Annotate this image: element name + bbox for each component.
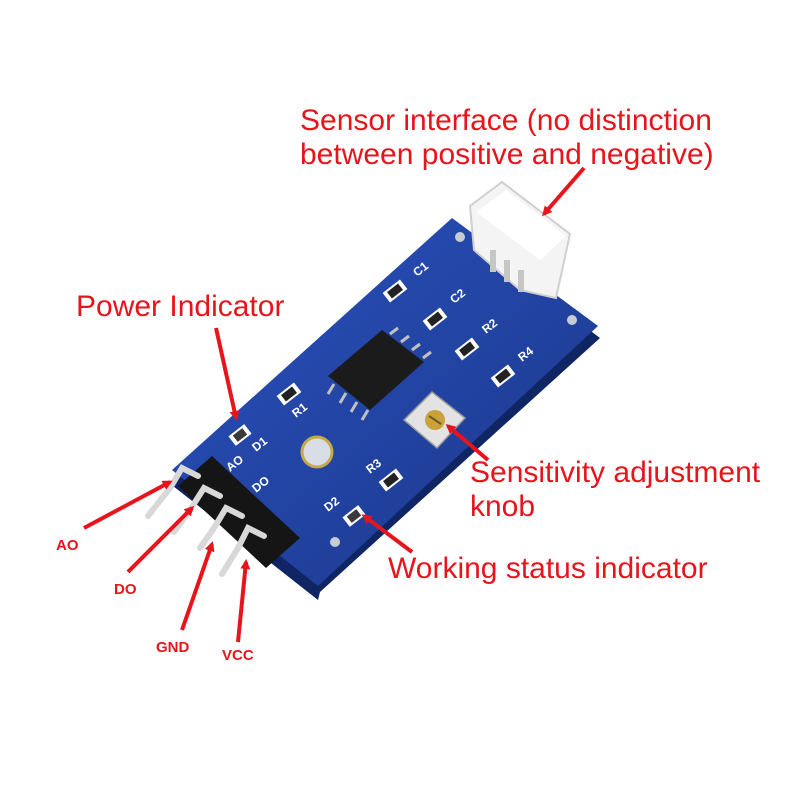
capacitor-c2 bbox=[422, 307, 448, 331]
pcb-board bbox=[172, 218, 598, 586]
pin-label-ao: AO bbox=[56, 537, 79, 554]
arrow-power-indicator bbox=[214, 327, 240, 421]
pin-vcc bbox=[219, 523, 267, 577]
callout-sensitivity-line2: knob bbox=[470, 489, 536, 523]
smd-components bbox=[228, 279, 516, 527]
arrow-pin-gnd bbox=[180, 541, 215, 631]
arrow-pin-ao bbox=[83, 480, 173, 530]
mounting-hole-small bbox=[330, 537, 340, 547]
pin-ao bbox=[145, 464, 201, 519]
arrow-pin-vcc bbox=[236, 559, 251, 643]
resistor-r4 bbox=[490, 364, 516, 388]
pin-label-gnd: GND bbox=[156, 639, 190, 656]
mounting-hole-small bbox=[455, 232, 465, 242]
pin-gnd bbox=[197, 504, 245, 551]
callout-power-indicator: Power Indicator bbox=[76, 290, 285, 323]
capacitor-c1 bbox=[382, 279, 408, 303]
callout-sensitivity: Sensitivity adjustment knob bbox=[470, 456, 760, 523]
pin-label-do: DO bbox=[114, 581, 137, 598]
arrow-sensitivity bbox=[445, 424, 490, 462]
callout-sensitivity-line1: Sensitivity adjustment bbox=[470, 456, 761, 489]
pin-do bbox=[171, 484, 223, 535]
resistor-r3 bbox=[378, 468, 404, 492]
arrow-pin-do bbox=[126, 505, 195, 574]
arrow-working-status bbox=[361, 514, 414, 554]
mounting-hole bbox=[300, 435, 334, 469]
resistor-r2 bbox=[454, 337, 480, 361]
callout-sensor-interface: Sensor interface (no distinction between… bbox=[300, 104, 714, 171]
callout-sensor-interface-line1: Sensor interface (no distinction bbox=[300, 104, 712, 137]
callout-working-status: Working status indicator bbox=[388, 552, 708, 585]
mounting-hole-small bbox=[567, 315, 577, 325]
pin-header bbox=[145, 456, 300, 577]
pin-label-vcc: VCC bbox=[222, 647, 254, 664]
resistor-r1 bbox=[276, 382, 302, 406]
led-d2 bbox=[342, 505, 366, 527]
comparator-chip bbox=[326, 326, 432, 421]
led-d1 bbox=[228, 424, 252, 446]
sensor-connector bbox=[468, 180, 572, 300]
callout-sensor-interface-line2: between positive and negative) bbox=[300, 137, 714, 171]
arrow-sensor-interface bbox=[542, 166, 586, 217]
